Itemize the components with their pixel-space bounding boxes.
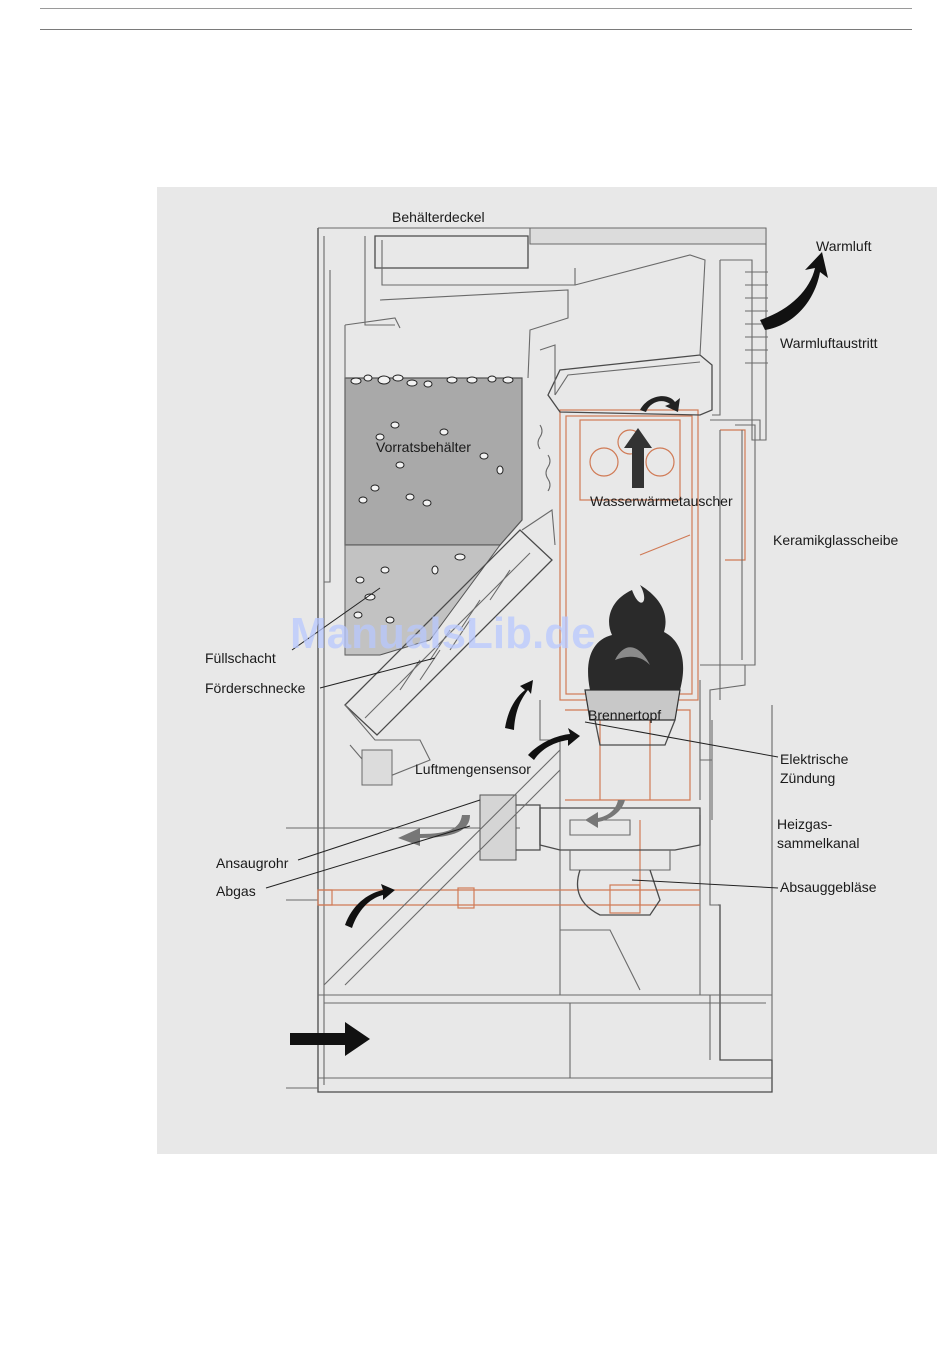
blower-housing — [480, 795, 700, 915]
label-warmluftaustritt: Warmluftaustritt — [780, 335, 878, 351]
label-luftmengensensor: Luftmengensensor — [415, 761, 531, 777]
bottom-air-arrow-icon — [290, 1022, 370, 1056]
label-absauggeblaese: Absauggebläse — [780, 879, 877, 895]
label-zuendung: Zündung — [780, 770, 835, 786]
air-inlet-arrow-icon — [505, 680, 533, 730]
label-foerderschnecke: Förderschnecke — [205, 680, 306, 696]
label-elektrische: Elektrische — [780, 751, 849, 767]
label-keramikglasscheibe: Keramikglasscheibe — [773, 532, 898, 548]
label-abgas: Abgas — [216, 883, 256, 899]
label-wasserwaermetauscher: Wasserwärmetauscher — [590, 493, 733, 509]
label-ansaugrohr: Ansaugrohr — [216, 855, 289, 871]
label-behaelterdeckel: Behälterdeckel — [392, 209, 485, 225]
internal-structure — [324, 700, 712, 990]
hopper-lid — [365, 236, 575, 325]
watermark: ManualsLib.de — [290, 609, 596, 658]
label-heizgas: Heizgas- — [777, 816, 833, 832]
warm-air-louvers — [745, 272, 768, 363]
exhaust-arrow-icon — [398, 815, 470, 846]
pellet-hopper — [345, 290, 568, 655]
label-fuellschacht: Füllschacht — [205, 650, 276, 666]
heat-squiggles — [538, 425, 550, 491]
blower-swirl-arrow-icon — [585, 800, 625, 828]
label-warmluft: Warmluft — [816, 238, 872, 254]
label-brennertopf: Brennertopf — [588, 707, 661, 723]
top-cover-plate — [530, 228, 766, 244]
flue-up-arrow-icon — [624, 428, 652, 488]
flame-icon — [588, 585, 683, 690]
label-vorratsbehaelter: Vorratsbehälter — [376, 439, 471, 455]
label-sammelkanal: sammelkanal — [777, 835, 859, 851]
warm-air-arrow-icon — [760, 252, 828, 330]
